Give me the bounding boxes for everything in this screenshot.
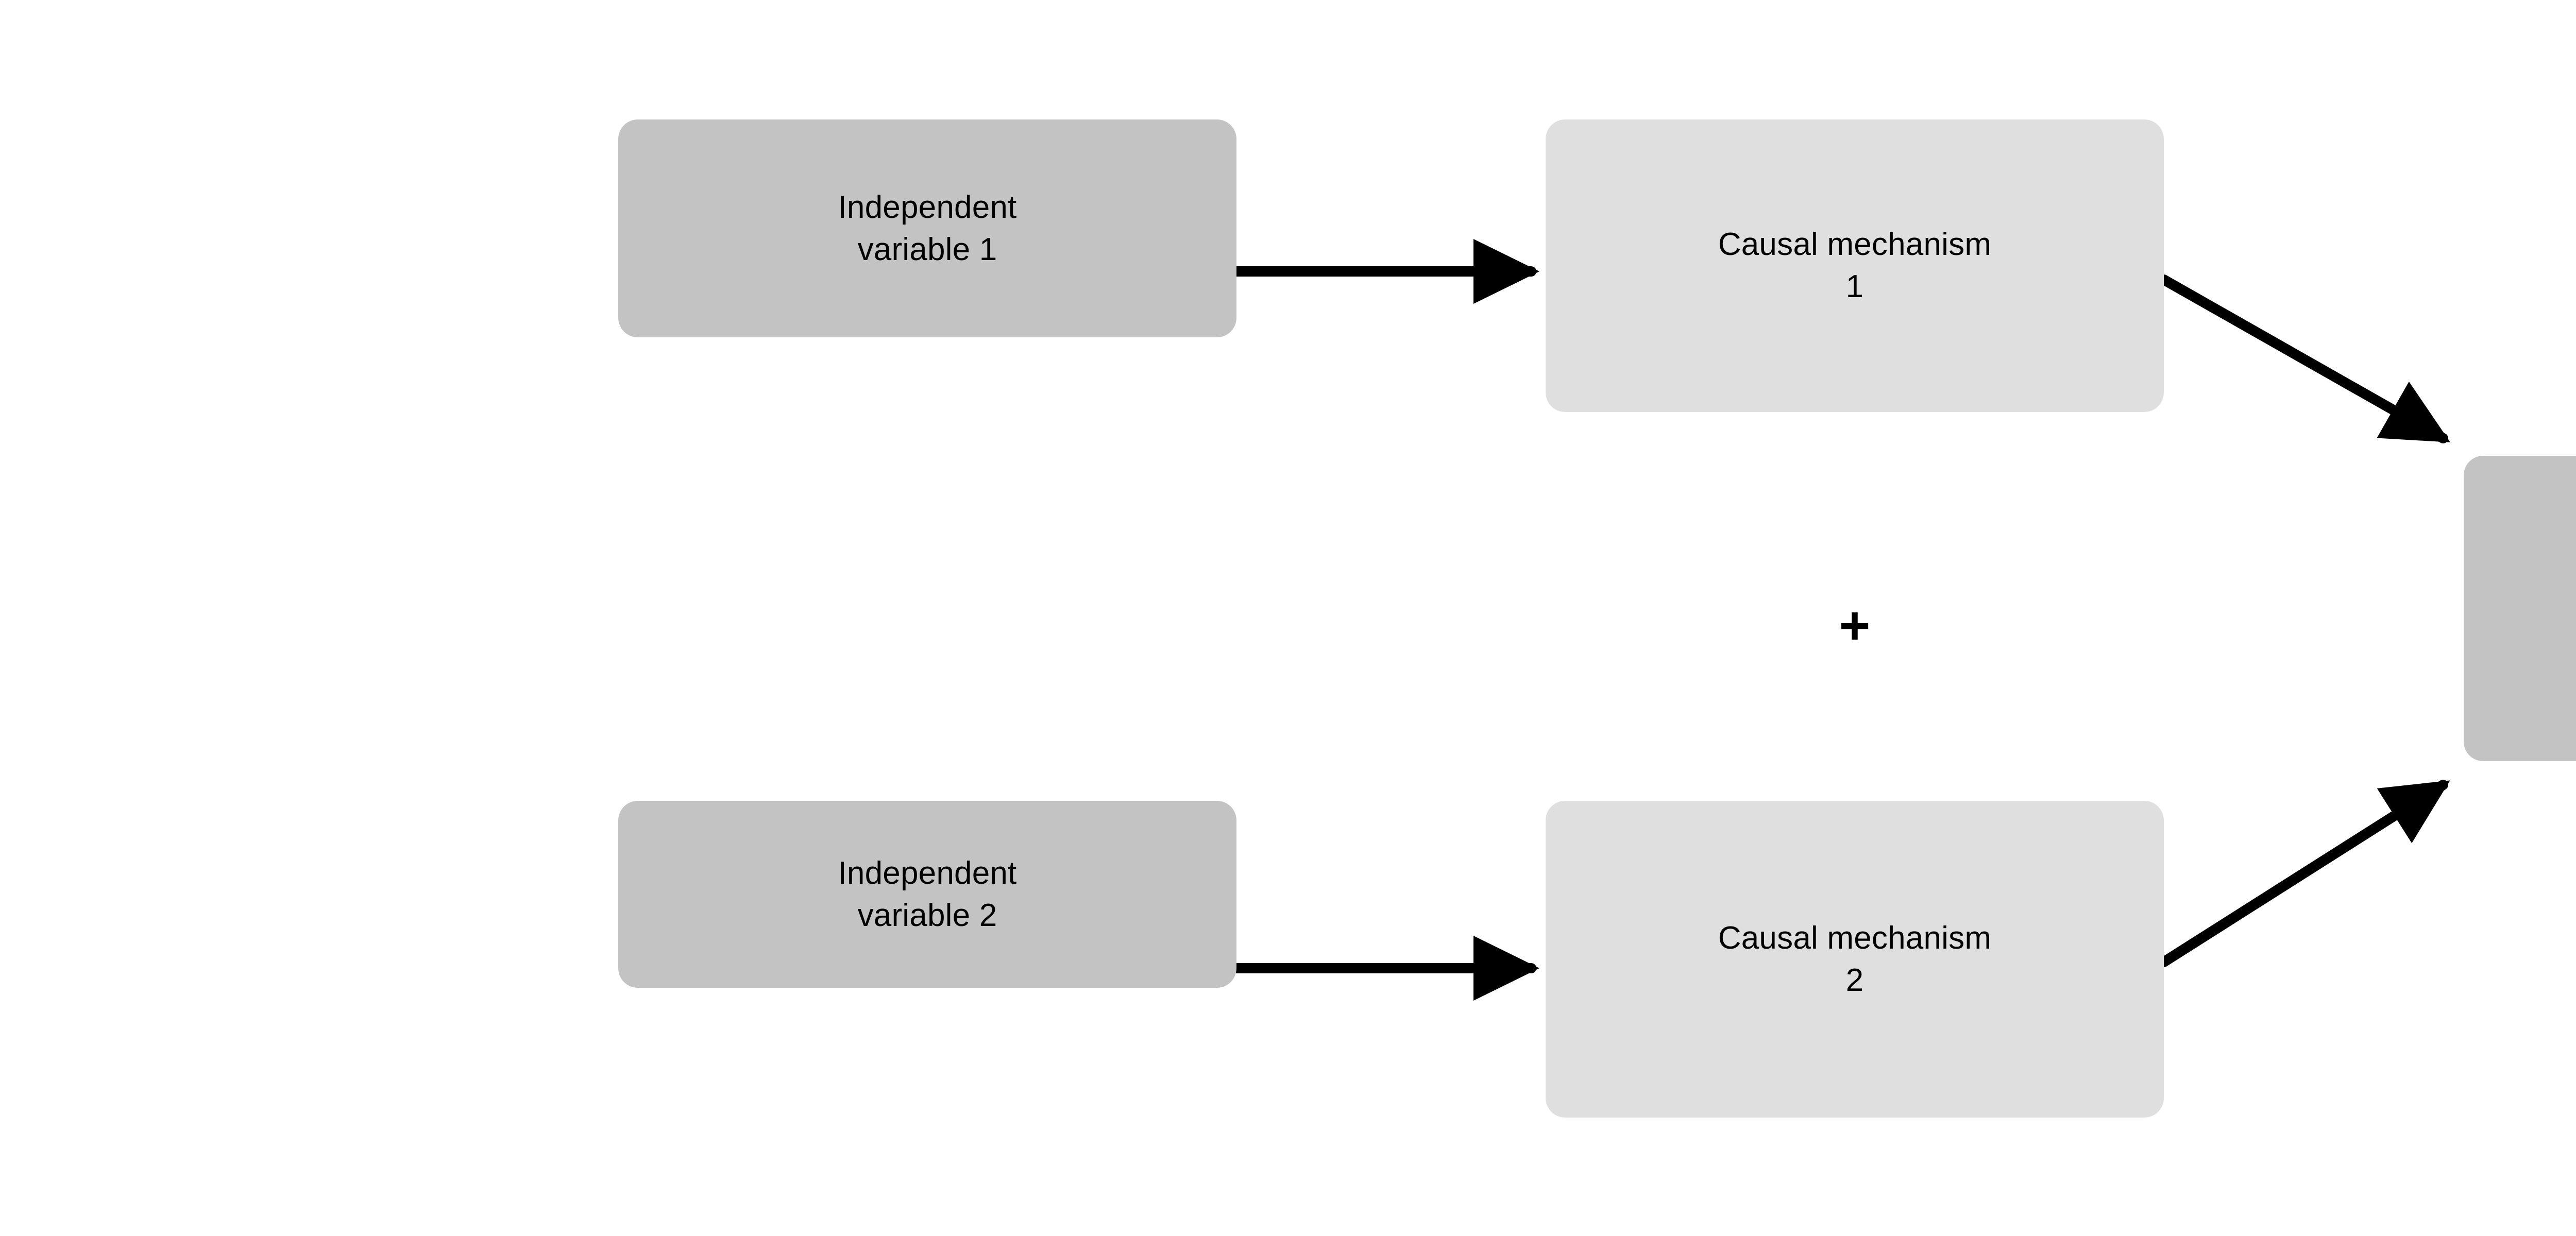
node-independent-variable-1[interactable]: Independent variable 1: [618, 119, 1236, 337]
arrow-cm2-to-dv: [2159, 780, 2450, 967]
plus-operator-symbol: +: [1839, 596, 1871, 656]
arrow-cm1-to-dv: [2159, 274, 2450, 443]
node-independent-variable-2[interactable]: Independent variable 2: [618, 801, 1236, 988]
node-causal-mechanism-1[interactable]: Causal mechanism 1: [1546, 119, 2164, 412]
node-causal-mechanism-2[interactable]: Causal mechanism 2: [1546, 801, 2164, 1118]
node-dependent-variable[interactable]: Dependent variable: [2464, 456, 2576, 761]
